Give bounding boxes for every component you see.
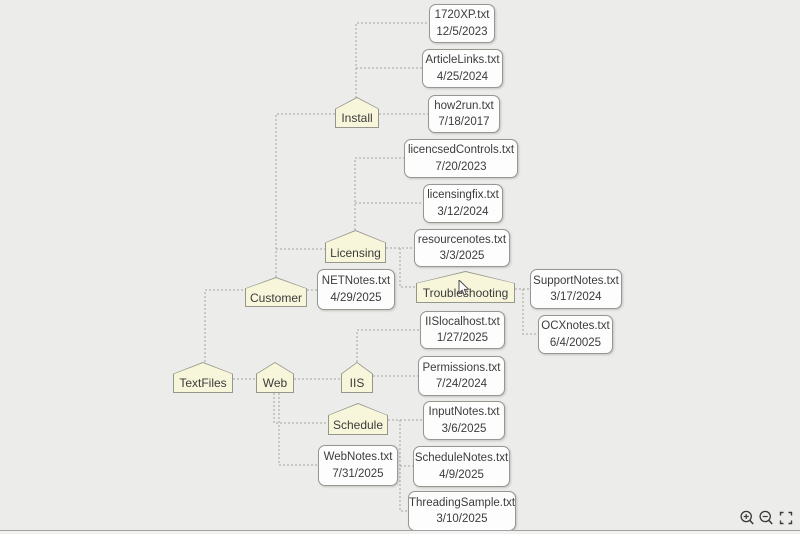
- file-node-netnotes[interactable]: NETNotes.txt 4/29/2025: [317, 269, 395, 310]
- file-date: 3/10/2025: [436, 513, 488, 526]
- zoom-in-button[interactable]: [739, 510, 756, 528]
- zoom-out-icon: [758, 509, 775, 530]
- file-date: 7/20/2023: [435, 160, 487, 173]
- connector-line: [273, 393, 328, 424]
- file-date: 7/18/2017: [438, 116, 490, 128]
- file-name: ScheduleNotes.txt: [414, 452, 509, 464]
- file-node-ocxnotes[interactable]: OCXnotes.txt 6/4/20025: [538, 315, 613, 354]
- file-date: 3/17/2024: [550, 291, 602, 304]
- file-name: ArticleLinks.txt: [425, 54, 500, 67]
- file-name: WebNotes.txt: [323, 451, 393, 463]
- file-node-inputnotes[interactable]: InputNotes.txt 3/6/2025: [423, 401, 505, 440]
- file-node-webnotes[interactable]: WebNotes.txt 7/31/2025: [318, 445, 398, 486]
- folder-label: Customer: [249, 290, 302, 305]
- file-node-articlelinks[interactable]: ArticleLinks.txt 4/25/2024: [422, 49, 503, 88]
- file-name: licensingfix.txt: [427, 189, 499, 202]
- folder-node-schedule[interactable]: Schedule: [328, 403, 388, 435]
- file-node-licensingfix[interactable]: licensingfix.txt 3/12/2024: [423, 184, 503, 223]
- connector-line: [354, 157, 404, 230]
- file-name: SupportNotes.txt: [533, 274, 619, 287]
- file-name: 1720XP.txt: [434, 9, 490, 22]
- folder-node-troubleshooting[interactable]: Troubleshooting: [416, 271, 515, 303]
- file-name: licencsedControls.txt: [407, 144, 515, 157]
- file-name: resourcenotes.txt: [417, 234, 507, 246]
- zoom-out-button[interactable]: [758, 510, 775, 528]
- file-date: 3/3/2025: [439, 250, 485, 262]
- connector-line: [204, 289, 245, 362]
- connector-line: [355, 22, 429, 98]
- file-name: IISlocalhost.txt: [425, 316, 500, 328]
- file-date: 1/27/2025: [436, 332, 489, 344]
- file-node-resourcenotes[interactable]: resourcenotes.txt 3/3/2025: [414, 229, 510, 267]
- file-node-1720xp[interactable]: 1720XP.txt 12/5/2023: [429, 4, 495, 43]
- file-name: ThreadingSample.txt: [409, 496, 516, 509]
- connector-line: [356, 329, 420, 362]
- file-node-schedulenotes[interactable]: ScheduleNotes.txt 4/9/2025: [413, 446, 510, 487]
- zoom-in-icon: [739, 509, 756, 530]
- file-node-permissions[interactable]: Permissions.txt 7/24/2024: [418, 356, 505, 396]
- file-name: InputNotes.txt: [428, 406, 500, 419]
- file-date: 7/24/2024: [435, 378, 488, 391]
- file-date: 4/9/2025: [439, 469, 484, 481]
- file-date: 12/5/2023: [436, 25, 488, 38]
- window-bottom-strip: [0, 531, 800, 534]
- file-name: OCXnotes.txt: [541, 320, 610, 333]
- file-date: 4/29/2025: [330, 292, 382, 304]
- fit-view-icon: [778, 509, 794, 530]
- folder-label: Licensing: [330, 245, 381, 260]
- file-date: 3/12/2024: [437, 205, 489, 218]
- connector-line: [399, 420, 408, 512]
- file-date: 6/4/20025: [549, 336, 602, 349]
- file-name: NETNotes.txt: [321, 275, 391, 287]
- fit-view-button[interactable]: [777, 510, 794, 528]
- connector-line: [399, 248, 416, 288]
- file-name: how2run.txt: [434, 100, 494, 112]
- zoom-toolbar: [739, 510, 794, 528]
- file-node-supportnotes[interactable]: SupportNotes.txt 3/17/2024: [530, 269, 622, 309]
- connector-line: [522, 289, 538, 335]
- file-node-threadingsample[interactable]: ThreadingSample.txt 3/10/2025: [408, 491, 516, 531]
- file-date: 4/25/2024: [436, 70, 489, 83]
- folder-label: TextFiles: [179, 376, 227, 391]
- connector-line: [278, 393, 318, 466]
- folder-label: IIS: [349, 376, 365, 391]
- file-node-iislocalhost[interactable]: IISlocalhost.txt 1/27/2025: [420, 311, 505, 349]
- window-bottom-border: [0, 530, 800, 531]
- file-name: Permissions.txt: [422, 361, 501, 374]
- folder-label: Web: [262, 376, 288, 391]
- file-date: 7/31/2025: [332, 468, 384, 480]
- folder-label: Install: [341, 111, 373, 126]
- file-node-licencsedcontrols[interactable]: licencsedControls.txt 7/20/2023: [404, 139, 518, 178]
- file-node-how2run[interactable]: how2run.txt 7/18/2017: [428, 95, 500, 133]
- mouse-cursor: [458, 278, 470, 298]
- file-date: 3/6/2025: [441, 422, 487, 435]
- folder-label: Schedule: [332, 418, 384, 433]
